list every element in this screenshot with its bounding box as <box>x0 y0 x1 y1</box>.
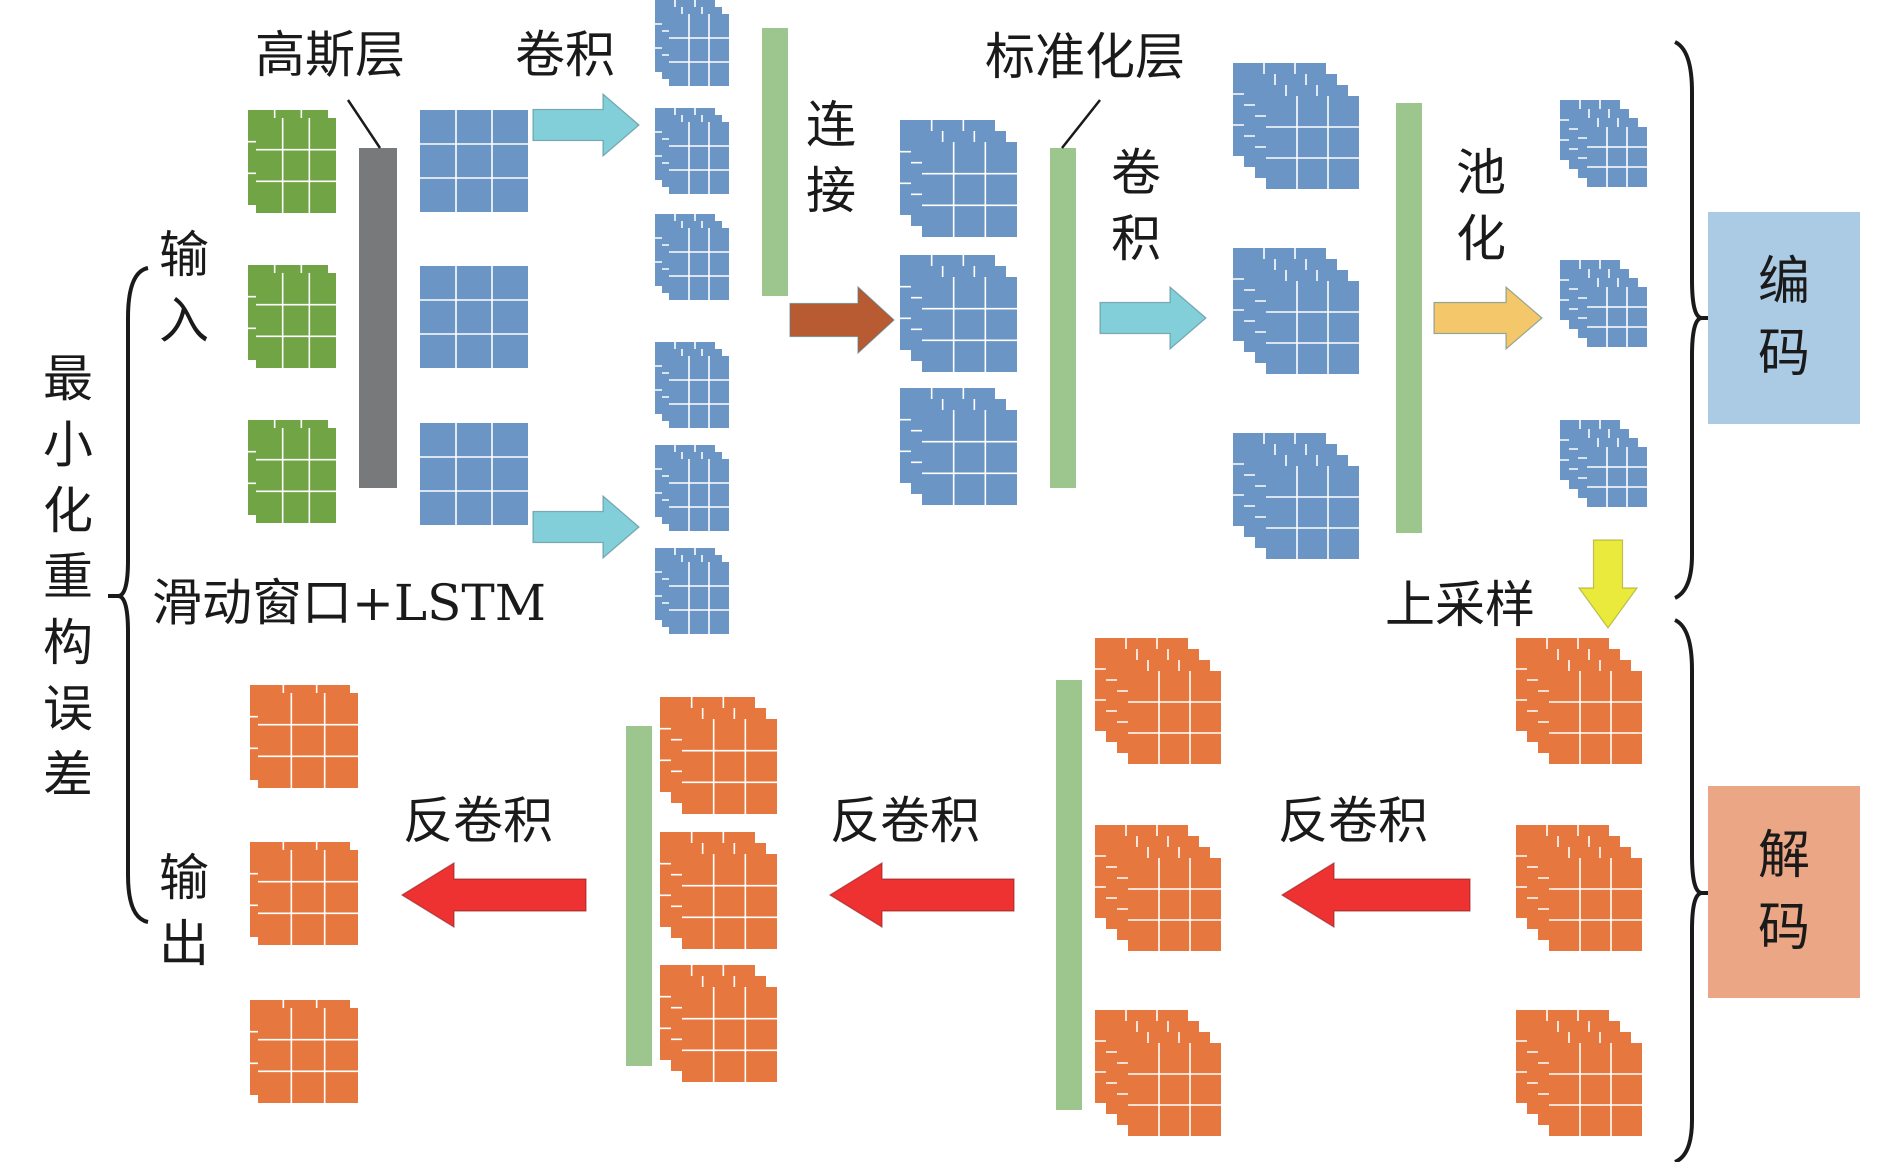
upsample-label: 上采样 <box>1385 576 1535 634</box>
concat-bar <box>762 28 788 296</box>
sliding-window-lstm-label: 滑动窗口+LSTM <box>152 574 546 632</box>
output-label: 输出 <box>159 849 209 973</box>
conv-top-label: 卷积 <box>515 26 615 84</box>
norm-layer-label: 标准化层 <box>985 28 1185 86</box>
concat-feature-map-1 <box>900 120 1017 237</box>
deconv-map-b-1 <box>660 697 777 814</box>
upsample-arrow <box>1577 539 1639 630</box>
conv-mid-label: 卷积 <box>1111 144 1161 268</box>
encode-bracket <box>1673 40 1703 600</box>
deconv-arrow-2 <box>828 861 1015 929</box>
norm-leader-line <box>1061 99 1101 149</box>
conv-arrow-bottom <box>532 494 640 560</box>
output-matrix-3 <box>250 1000 358 1103</box>
input-matrix-3 <box>248 420 336 523</box>
output-matrix-2 <box>250 842 358 945</box>
normalization-bar <box>1050 148 1076 488</box>
conv-feature-map-6 <box>655 548 729 634</box>
input-matrix-2 <box>248 265 336 368</box>
upsampled-map-3 <box>1516 1010 1642 1136</box>
output-matrix-1 <box>250 685 358 788</box>
deconv-arrow-1 <box>400 861 587 929</box>
concat-feature-map-3 <box>900 388 1017 505</box>
concat-feature-map-2 <box>900 255 1017 372</box>
conv2-arrow <box>1099 285 1207 351</box>
pooled-feature-map-3 <box>1560 420 1647 507</box>
decode-box: 解码 <box>1708 786 1860 998</box>
conv-feature-map-5 <box>655 445 729 531</box>
deconv-label-3: 反卷积 <box>1278 792 1428 850</box>
deconv-map-a-3 <box>1095 1010 1221 1136</box>
conv2-feature-map-1 <box>1233 63 1359 189</box>
deconv-label-1: 反卷积 <box>403 792 553 850</box>
deconv-map-a-2 <box>1095 825 1221 951</box>
minimize-reconstruction-error-label: 最小化重构误差 <box>43 350 93 804</box>
conv2-feature-map-2 <box>1233 248 1359 374</box>
conv2-bar <box>1396 103 1422 533</box>
upsampled-map-1 <box>1516 638 1642 764</box>
lstm-window-matrix-3 <box>420 423 528 525</box>
lstm-window-matrix-2 <box>420 266 528 368</box>
conv2-feature-map-3 <box>1233 433 1359 559</box>
pooled-feature-map-1 <box>1560 100 1647 187</box>
deconv-map-b-2 <box>660 832 777 949</box>
pool-arrow <box>1433 285 1543 351</box>
input-label: 输入 <box>159 226 209 350</box>
deconv-map-a-1 <box>1095 638 1221 764</box>
deconv-label-2: 反卷积 <box>830 792 980 850</box>
deconv-bar-b <box>626 726 652 1066</box>
pooled-feature-map-2 <box>1560 260 1647 347</box>
lstm-window-matrix-1 <box>420 110 528 212</box>
encode-label: 编码 <box>1757 252 1810 384</box>
pool-label: 池化 <box>1456 144 1506 268</box>
upsampled-map-2 <box>1516 825 1642 951</box>
conv-feature-map-1 <box>655 0 729 86</box>
deconv-bar-a <box>1056 680 1082 1110</box>
reconstruction-bracket <box>117 266 149 924</box>
conv-feature-map-4 <box>655 342 729 428</box>
gaussian-leader-line <box>346 99 382 149</box>
conv-feature-map-3 <box>655 214 729 300</box>
input-matrix-1 <box>248 110 336 213</box>
gaussian-layer-label: 高斯层 <box>255 26 405 84</box>
gaussian-layer-bar <box>359 148 397 488</box>
encode-box: 编码 <box>1708 212 1860 424</box>
decode-label: 解码 <box>1757 826 1810 958</box>
concat-label: 连接 <box>806 96 856 220</box>
conv-arrow-top <box>532 92 640 158</box>
conv-feature-map-2 <box>655 108 729 194</box>
deconv-map-b-3 <box>660 965 777 1082</box>
concat-arrow <box>789 285 895 355</box>
decode-bracket <box>1673 618 1703 1162</box>
deconv-arrow-3 <box>1280 861 1471 929</box>
